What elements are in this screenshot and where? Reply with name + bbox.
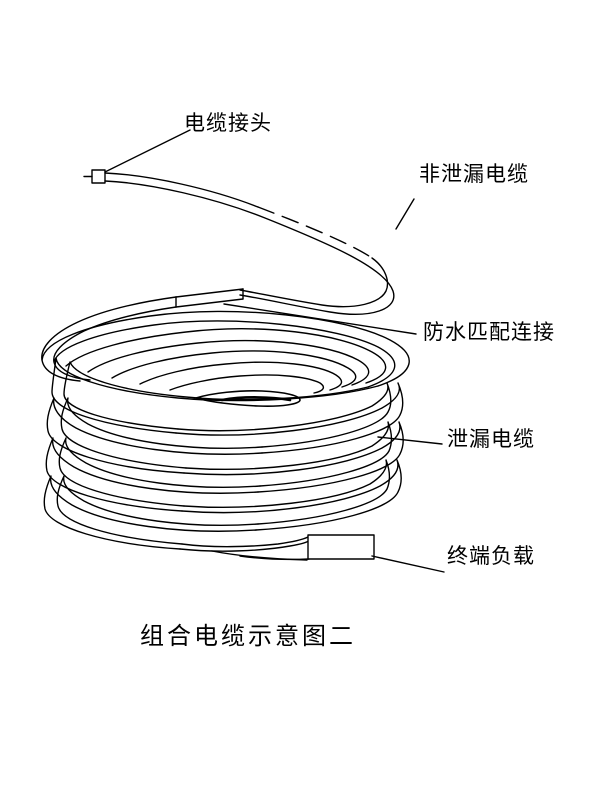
label-terminal-load: 终端负载 [447, 544, 535, 568]
leader-waterproof-connection [223, 303, 417, 335]
waterproof-coupling-sleeve-icon [175, 288, 244, 308]
cable-break-dashes [257, 206, 373, 259]
coil-exit-cable-lower [181, 536, 309, 548]
terminal-load-block-icon [307, 534, 375, 560]
cable-connector-plug-icon [83, 169, 106, 184]
coil-exit-cable-upper [179, 539, 311, 552]
terminal-lead-lower [211, 550, 308, 561]
label-nonleaky-cable: 非泄漏电缆 [419, 162, 529, 186]
leader-terminal-load [371, 555, 445, 573]
feeder-cable-to-coil-upper [41, 296, 177, 382]
feeder-cable-upper-edge-tail [239, 257, 389, 308]
leaky-cable-coil [41, 310, 410, 550]
label-leaky-cable: 泄漏电缆 [447, 427, 535, 451]
leader-cable-connector [104, 129, 191, 173]
feeder-cable-to-coil-lower [53, 306, 177, 381]
label-cable-connector: 电缆接头 [184, 111, 272, 135]
feeder-cable-upper-edge [104, 172, 259, 208]
feeder-cable-lower-edge [104, 180, 395, 315]
figure-caption: 组合电缆示意图二 [140, 622, 356, 650]
leader-nonleaky-cable [395, 198, 415, 230]
leader-leaky-cable [377, 436, 443, 445]
label-waterproof-connection: 防水匹配连接 [423, 320, 555, 344]
